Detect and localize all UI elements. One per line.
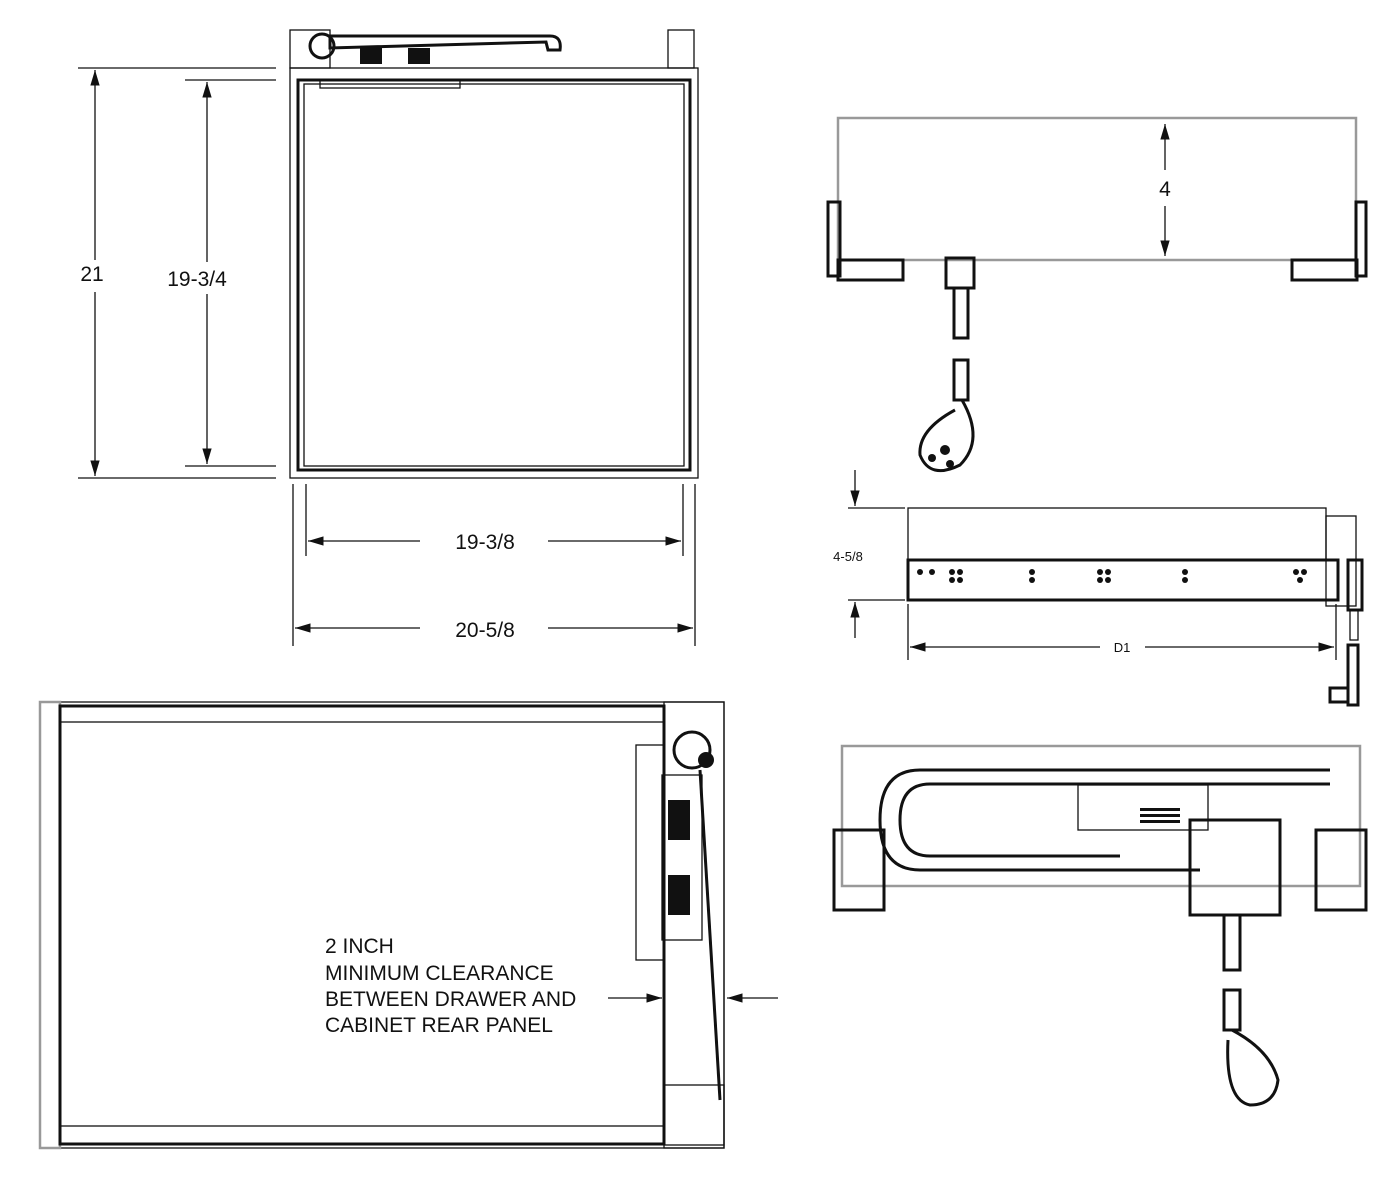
clearance-note-line-4: CABINET REAR PANEL bbox=[325, 1014, 553, 1037]
front-view: 21 19-3/4 19-3/8 20-5/8 bbox=[78, 29, 699, 646]
lock-knob-icon bbox=[672, 730, 712, 770]
dim-depth: D1 bbox=[1114, 640, 1131, 655]
side-view-drawer: 4-5/8 D1 bbox=[833, 470, 1364, 707]
lock-knob-icon bbox=[308, 32, 336, 60]
plug-icon bbox=[1226, 1028, 1280, 1107]
drawer-front bbox=[296, 78, 692, 472]
drawer-body bbox=[836, 116, 1358, 262]
cable bbox=[952, 286, 970, 340]
clearance-note-line-2: MINIMUM CLEARANCE bbox=[325, 962, 554, 985]
dim-height-inner: 19-3/4 bbox=[167, 268, 227, 291]
dim-width-inner: 19-3/8 bbox=[455, 531, 515, 554]
clearance-note-line-3: BETWEEN DRAWER AND bbox=[325, 988, 576, 1011]
dim-drawer-height: 4-5/8 bbox=[833, 549, 863, 564]
cabinet-outline bbox=[289, 67, 699, 479]
plug-icon bbox=[918, 399, 975, 473]
side-view-top: 4 bbox=[826, 116, 1368, 473]
slide-rail bbox=[906, 558, 1340, 602]
dim-height: 4 bbox=[1159, 178, 1171, 201]
dim-width-outer: 20-5/8 bbox=[455, 619, 515, 642]
right-bracket bbox=[1314, 828, 1368, 912]
drawer-outline bbox=[58, 704, 666, 1146]
handle bbox=[328, 34, 562, 52]
cabinet-outline bbox=[39, 701, 725, 1149]
drawer-side bbox=[907, 507, 1327, 561]
drawer-outline bbox=[840, 744, 1362, 888]
handle-loop bbox=[878, 768, 1330, 872]
rear-view bbox=[832, 744, 1368, 1107]
dim-height-outer: 21 bbox=[80, 263, 103, 286]
left-bracket bbox=[832, 828, 886, 912]
plan-view: 2 INCH MINIMUM CLEARANCE BETWEEN DRAWER … bbox=[38, 700, 778, 1150]
lock-plate bbox=[1188, 818, 1282, 917]
clearance-note-line-1: 2 INCH bbox=[325, 935, 394, 958]
